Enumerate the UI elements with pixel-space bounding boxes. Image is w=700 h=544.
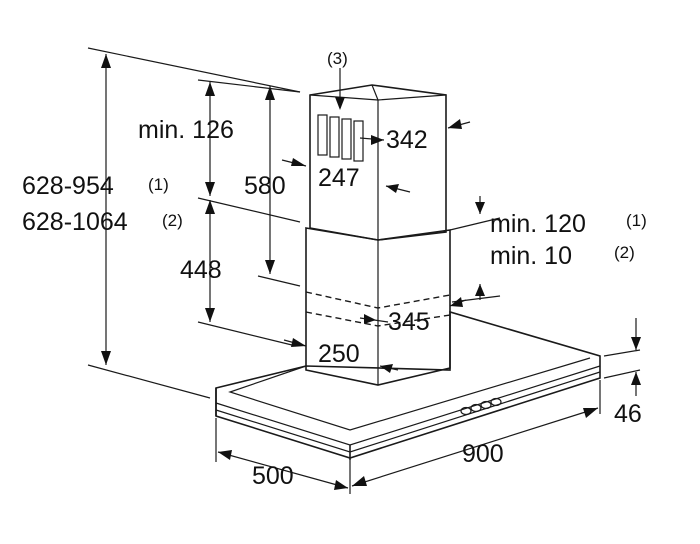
label-250: 250 <box>318 340 360 368</box>
label-247: 247 <box>318 164 360 192</box>
label-580: 580 <box>244 172 286 200</box>
label-min-126: min. 126 <box>138 116 234 144</box>
hood-outline <box>215 84 601 460</box>
label-min-120-sup: (1) <box>626 211 647 230</box>
label-345: 345 <box>388 308 430 336</box>
label-note-3: (3) <box>327 49 348 68</box>
dimension-lines <box>87 47 641 494</box>
label-min-120: min. 120 <box>490 210 586 238</box>
label-range-954: 628-954 <box>22 172 114 200</box>
label-500: 500 <box>252 462 294 490</box>
dimension-labels: (3) min. 126 628-954 (1) 628-1064 (2) 58… <box>22 49 647 490</box>
label-448: 448 <box>180 256 222 284</box>
canopy <box>215 310 601 459</box>
label-min-10-sup: (2) <box>614 243 635 262</box>
label-min-10: min. 10 <box>490 242 572 270</box>
control-knobs-icon <box>460 397 502 416</box>
chimney-overlap-dashed <box>305 291 451 309</box>
label-range-1064: 628-1064 <box>22 208 128 236</box>
label-46: 46 <box>614 400 642 428</box>
label-900: 900 <box>462 440 504 468</box>
label-sup-2: (2) <box>162 211 183 230</box>
vent-slots-icon <box>317 114 364 162</box>
label-342: 342 <box>386 126 428 154</box>
label-sup-1: (1) <box>148 175 169 194</box>
upper-chimney-edge <box>371 84 379 240</box>
